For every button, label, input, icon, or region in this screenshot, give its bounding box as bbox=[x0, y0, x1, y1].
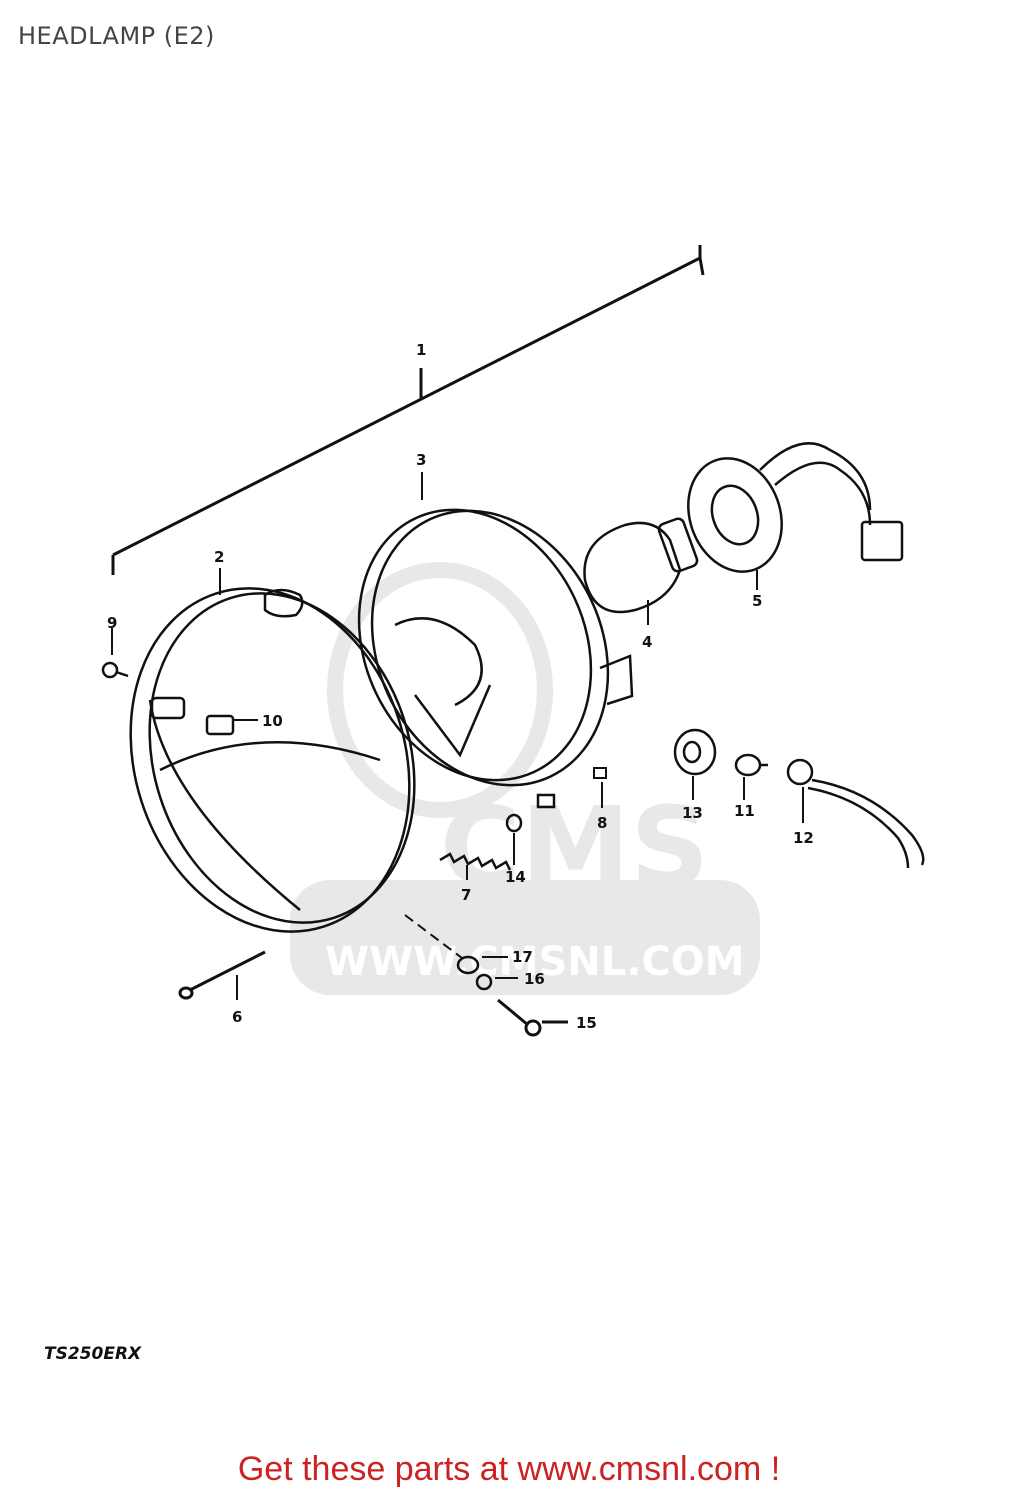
watermark-mascot bbox=[327, 562, 553, 818]
assembly-bracket bbox=[111, 245, 705, 575]
callout-8: 8 bbox=[597, 814, 607, 832]
headlamp-rim bbox=[129, 587, 416, 933]
callout-16: 16 bbox=[524, 970, 545, 988]
callout-10: 10 bbox=[262, 712, 283, 730]
callout-15: 15 bbox=[576, 1014, 597, 1032]
bulb-socket bbox=[687, 442, 904, 573]
pilot-bulb bbox=[734, 753, 768, 777]
callout-3: 3 bbox=[416, 451, 426, 469]
washer-16 bbox=[475, 973, 493, 991]
headlamp-bulb bbox=[583, 517, 699, 614]
watermark: CMS WWW.CMSNL.COM bbox=[290, 562, 760, 995]
watermark-badge bbox=[290, 880, 760, 995]
callout-5: 5 bbox=[752, 592, 762, 610]
callout-9: 9 bbox=[107, 614, 117, 632]
callout-11: 11 bbox=[734, 802, 755, 820]
callout-leaders bbox=[111, 472, 804, 1000]
callout-14: 14 bbox=[505, 868, 526, 886]
grommet bbox=[673, 728, 717, 776]
nut-8 bbox=[593, 767, 607, 779]
callout-6: 6 bbox=[232, 1008, 242, 1026]
callout-4: 4 bbox=[642, 633, 652, 651]
headlamp-unit bbox=[357, 508, 634, 809]
watermark-url: WWW.CMSNL.COM bbox=[325, 939, 745, 985]
callout-13: 13 bbox=[682, 804, 703, 822]
mounting-bolt bbox=[178, 950, 266, 1000]
nut-14 bbox=[505, 813, 523, 833]
adjusting-spring bbox=[439, 852, 512, 871]
callout-2: 2 bbox=[214, 548, 224, 566]
callout-7: 7 bbox=[461, 886, 471, 904]
alignment-dashline bbox=[404, 914, 463, 959]
pilot-socket bbox=[786, 758, 925, 869]
page-title: HEADLAMP (E2) bbox=[18, 22, 215, 50]
callout-12: 12 bbox=[793, 829, 814, 847]
callout-1: 1 bbox=[416, 341, 426, 359]
watermark-brand: CMS bbox=[440, 783, 709, 911]
model-code: TS250ERX bbox=[44, 1344, 142, 1364]
bolt-15 bbox=[497, 998, 568, 1037]
promo-link[interactable]: Get these parts at www.cmsnl.com ! bbox=[237, 1450, 781, 1488]
washer-17 bbox=[456, 955, 480, 975]
callout-17: 17 bbox=[512, 948, 533, 966]
screw-9 bbox=[101, 661, 129, 679]
